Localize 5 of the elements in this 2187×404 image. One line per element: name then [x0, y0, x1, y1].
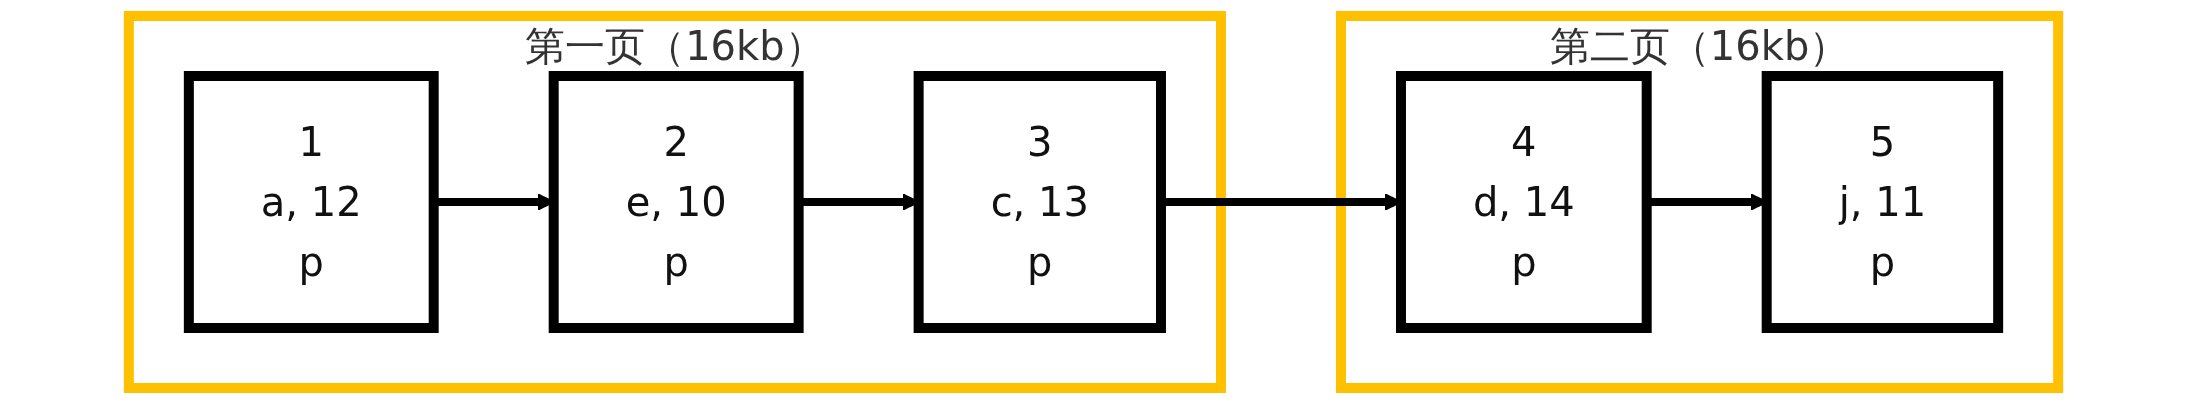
node-box: 5 j, 11 p [1761, 71, 2004, 333]
node-box: 3 c, 13 p [913, 71, 1166, 333]
node-box: 4 d, 14 p [1395, 71, 1652, 333]
node-box: 1 a, 12 p [183, 71, 439, 333]
node-box: 2 e, 10 p [548, 71, 804, 333]
